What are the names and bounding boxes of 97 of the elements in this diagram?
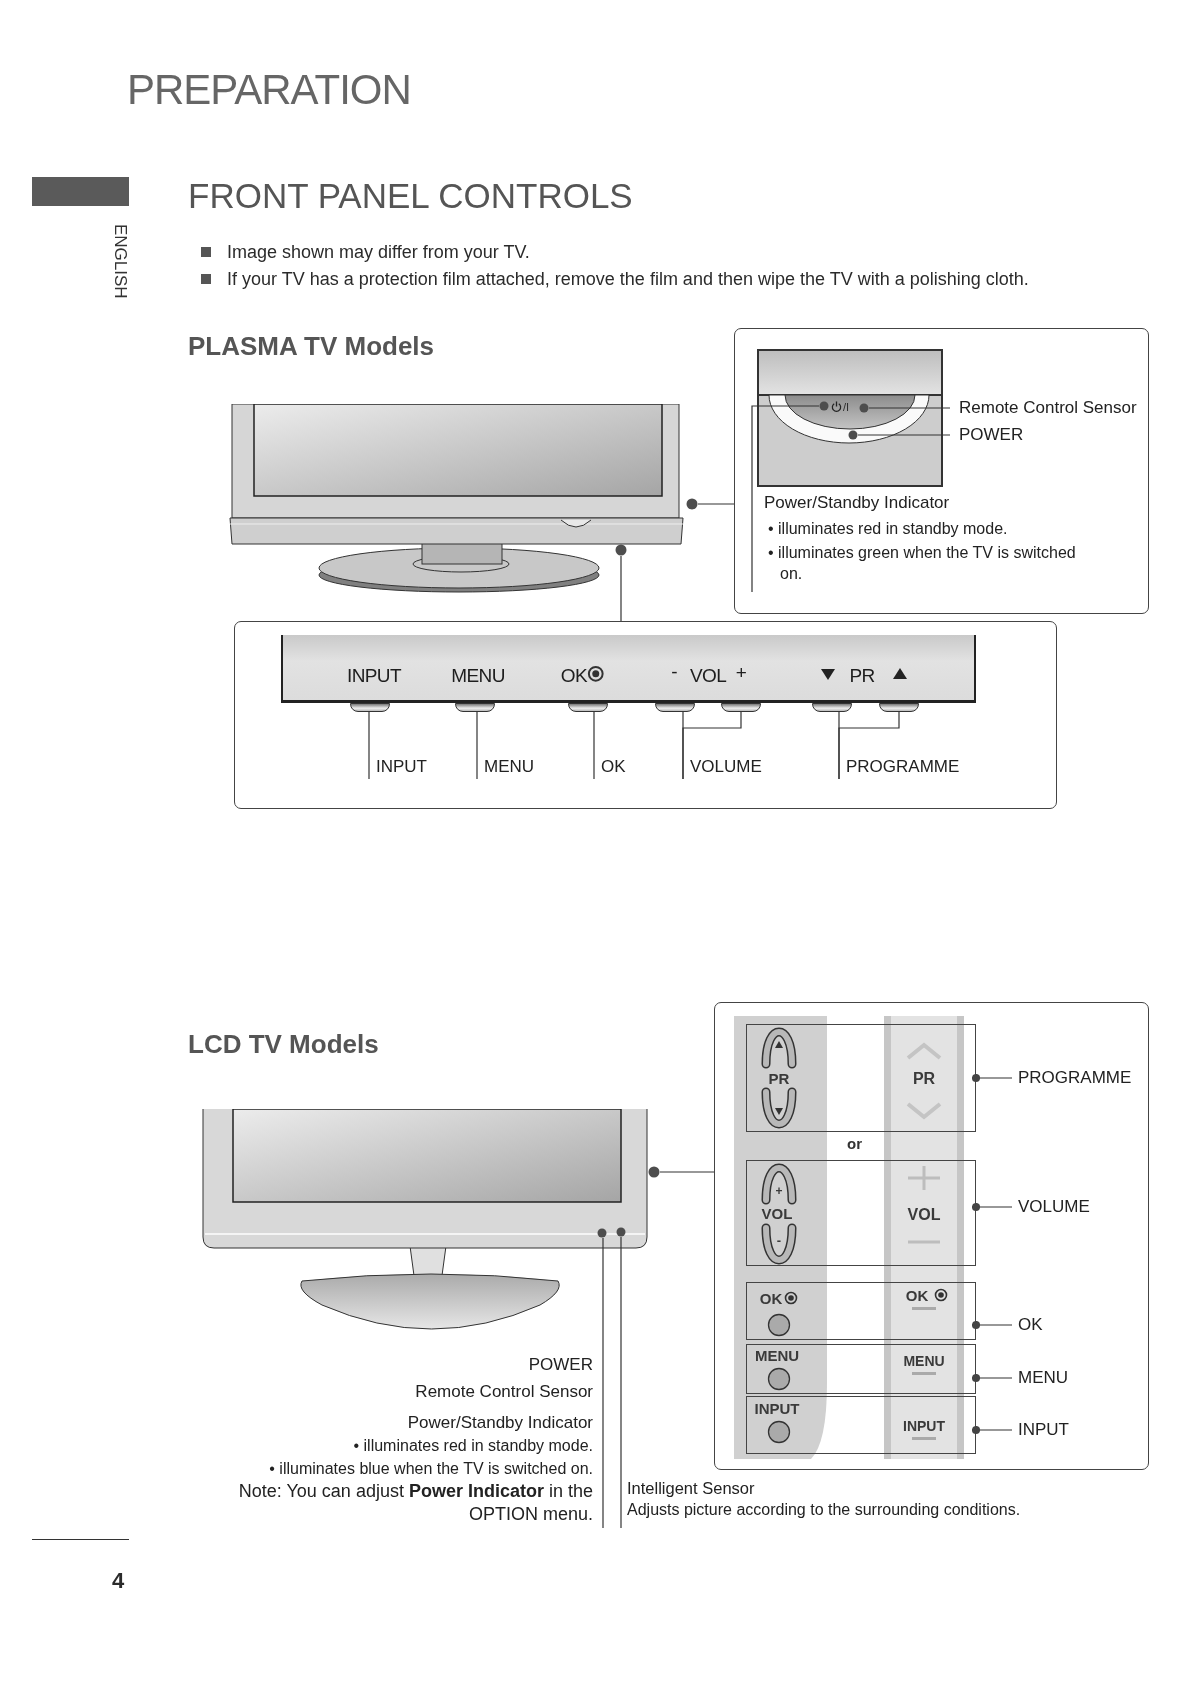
- inset-panel: [714, 1002, 1149, 1470]
- callout-text: Adjusts picture according to the surrounding conditions.: [626, 1500, 1022, 1521]
- note-text: If your TV has a protection film attached, remove the film and then wipe the TV with a polishing cloth.: [227, 269, 1029, 290]
- inset-panel: [234, 621, 1057, 809]
- part-label: PROGRAMME: [839, 755, 967, 779]
- switch-label: /I: [843, 401, 850, 414]
- power-panel-closeup-drawing: [757, 349, 943, 487]
- leader-line: [620, 1236, 622, 1529]
- subsection-heading: LCD TV Models: [188, 1030, 379, 1060]
- section-tab: [32, 177, 129, 206]
- leader-line: [602, 1237, 604, 1529]
- part-label: VOLUME: [1012, 1195, 1144, 1219]
- leader-line: [476, 711, 478, 780]
- button-label: MENU: [754, 1347, 800, 1363]
- or-text: or: [847, 1135, 862, 1153]
- part-label: POWER: [950, 422, 1040, 448]
- leader-line: [682, 711, 742, 780]
- button-label: PR: [849, 665, 875, 685]
- front-button: [655, 703, 695, 712]
- part-label: VOLUME: [683, 755, 777, 779]
- control-strip: [281, 635, 976, 703]
- button-group-box: [746, 1160, 976, 1266]
- callout-text: • illuminates green when the TV is switched on.: [767, 542, 1077, 584]
- part-label: MENU: [477, 755, 553, 779]
- button-label: INPUT: [754, 1400, 800, 1416]
- indicator-dot: [819, 401, 829, 411]
- callout-heading: Intelligent Sensor: [626, 1478, 756, 1499]
- button-label: -: [671, 661, 677, 681]
- leader-line: [620, 555, 622, 622]
- page-header: PREPARATION: [127, 66, 411, 115]
- part-label: MENU: [1012, 1366, 1144, 1390]
- button-label: PR: [768, 1070, 790, 1086]
- leader-line: [593, 711, 595, 780]
- callout-heading: POWER: [527, 1354, 594, 1376]
- note-text: Image shown may differ from your TV.: [227, 242, 530, 263]
- indicator-dot: [597, 1228, 607, 1238]
- plasma-tv-drawing: [229, 404, 684, 594]
- button-label: OK: [759, 1290, 783, 1306]
- button-label: VOL: [689, 665, 727, 685]
- button-group-box: [746, 1024, 976, 1132]
- leader-line: [868, 407, 951, 409]
- page-number: 4: [112, 1568, 125, 1594]
- button-group-box: [746, 1396, 976, 1454]
- button-group-box: [746, 1344, 976, 1394]
- leader-line: [857, 434, 951, 436]
- language-tab-label: ENGLISH: [110, 224, 130, 299]
- part-label: OK: [1012, 1313, 1144, 1337]
- leader-line: [659, 1171, 715, 1173]
- button-label: +: [775, 1185, 783, 1197]
- leader-line: [971, 1425, 1013, 1435]
- indicator-dot: [615, 544, 627, 556]
- part-label: INPUT: [369, 755, 441, 779]
- part-label: OK: [594, 755, 634, 779]
- front-button: [721, 703, 761, 712]
- inset-panel: [734, 328, 1149, 614]
- front-button: [568, 703, 608, 712]
- front-button: [812, 703, 852, 712]
- button-label: INPUT: [347, 665, 401, 685]
- leader-line: [971, 1320, 1013, 1330]
- leader-line: [751, 405, 820, 593]
- button-label: MENU: [451, 665, 505, 685]
- front-button: [455, 703, 495, 712]
- callout-text: • illuminates red in standby mode.: [767, 519, 1009, 540]
- front-button: [879, 703, 919, 712]
- button-label: OK: [905, 1287, 929, 1303]
- leader-line: [697, 503, 735, 505]
- subsection-heading: PLASMA TV Models: [188, 332, 435, 362]
- callout-heading: Power/Standby Indicator: [763, 492, 951, 514]
- callout-text: Remote Control Sensor: [414, 1381, 594, 1404]
- part-label: Remote Control Sensor: [950, 395, 1145, 421]
- button-label: -: [776, 1233, 782, 1247]
- callout-text: Note: You can adjust Power Indicator in the OPTION menu.: [237, 1479, 594, 1527]
- part-label: INPUT: [1012, 1418, 1144, 1442]
- indicator-dot: [686, 498, 698, 510]
- button-label: +: [735, 662, 747, 682]
- callout-text: • illuminates blue when the TV is switched on.: [268, 1459, 594, 1480]
- indicator-dot: [848, 430, 858, 440]
- leader-line: [368, 711, 370, 780]
- section-title: FRONT PANEL CONTROLS: [188, 176, 633, 217]
- part-label: PROGRAMME: [1012, 1066, 1144, 1090]
- indicator-dot: [648, 1166, 660, 1178]
- button-label: VOL: [761, 1205, 793, 1221]
- button-label: OK: [560, 665, 588, 685]
- button-group-box: [746, 1282, 976, 1340]
- button-label: VOL: [907, 1207, 941, 1223]
- indicator-dot: [859, 403, 869, 413]
- indicator-dot: [616, 1227, 626, 1237]
- button-label: PR: [912, 1071, 936, 1087]
- leader-line: [971, 1073, 1013, 1083]
- button-label: INPUT: [903, 1419, 945, 1433]
- leader-line: [971, 1202, 1013, 1212]
- callout-text: Power/Standby Indicator: [406, 1412, 594, 1435]
- front-button: [350, 703, 390, 712]
- callout-text: • illuminates red in standby mode.: [352, 1436, 594, 1457]
- button-label: MENU: [903, 1354, 945, 1368]
- leader-line: [838, 711, 900, 780]
- leader-line: [971, 1373, 1013, 1383]
